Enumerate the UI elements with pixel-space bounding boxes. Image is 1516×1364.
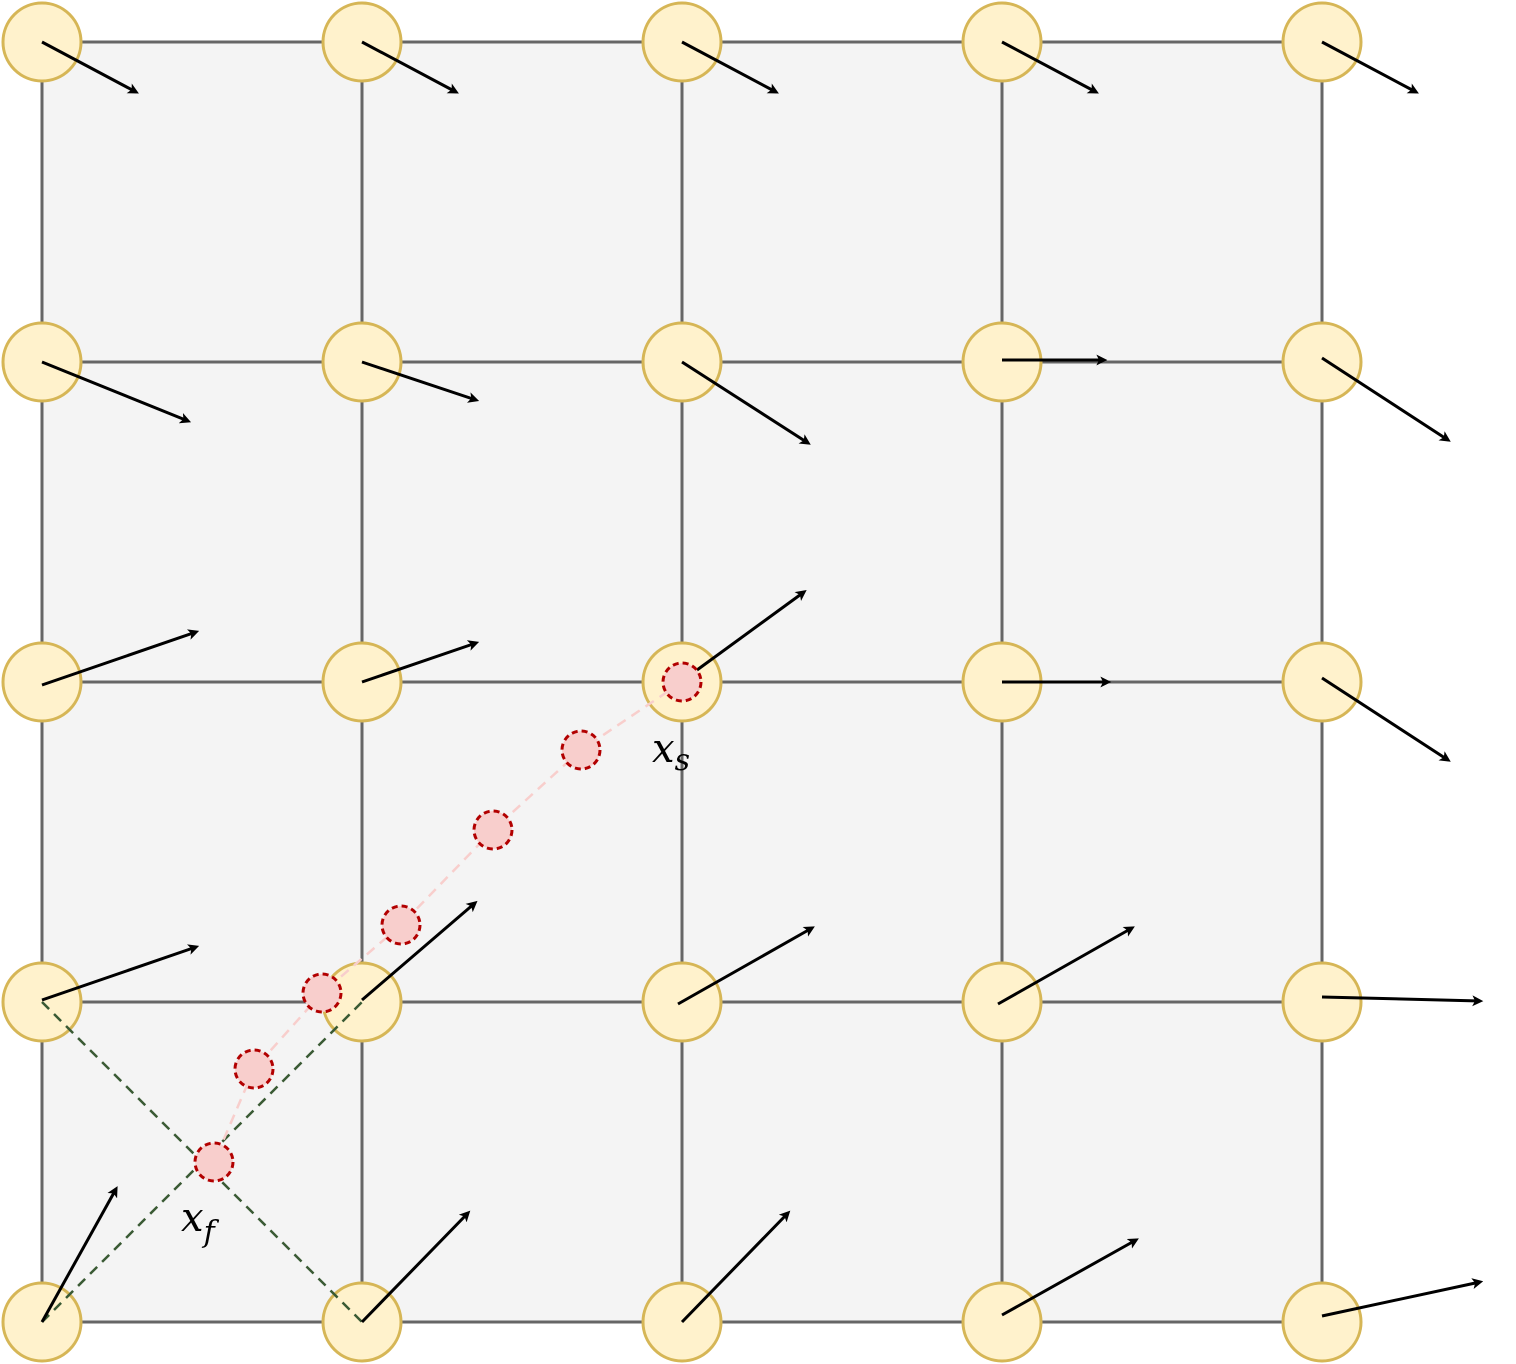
start-label-base: x [652,726,675,772]
start-point-label: xs [652,726,690,778]
grid-cell [360,360,684,684]
vector-arrow [1321,1278,1484,1318]
vector-arrow [997,926,1135,1006]
vector-arrow [360,1210,471,1324]
grid-node [961,321,1043,403]
vector-arrow [1001,40,1099,94]
vector-arrow [361,360,480,403]
grid-cell [360,680,684,1004]
vector-arrow [681,40,779,94]
grid-cell [1000,680,1324,1004]
vector-arrow [361,640,480,684]
vector-arrow [1321,676,1451,762]
grid-cell [40,360,364,684]
grid-node [1281,1281,1363,1363]
trajectory-samples [193,661,703,1183]
sample-point [560,729,602,771]
vector-arrow [361,900,478,1002]
vector-arrow [361,40,459,94]
vector-arrow [677,926,815,1006]
vector-arrow [1321,356,1451,442]
start-label-subscript: s [675,743,690,778]
vector-arrow [681,360,811,445]
vector-arrow [41,629,200,687]
grid-node [1281,641,1363,723]
final-sample-point [193,1141,235,1183]
sample-point [380,904,422,946]
grid-cell [40,40,364,364]
grid-cell [1000,40,1324,364]
vector-arrow [1001,1238,1139,1317]
vector-arrow [41,944,200,1002]
grid-cells [40,40,1324,1324]
grid-cell [680,680,1004,1004]
vector-arrow [1321,40,1419,94]
vector-arrow [41,40,139,94]
grid-node [961,1281,1043,1363]
grid-node [1281,961,1363,1043]
final-label-base: x [181,1195,204,1241]
vector-arrow [41,360,192,424]
grid-cell [680,40,1004,364]
grid-cell [1000,1000,1324,1324]
grid-cell [1000,360,1324,684]
sample-point [301,972,343,1014]
vector-arrow [680,1210,791,1324]
sample-point [233,1048,275,1090]
vector-arrow [1321,995,1484,1007]
vector-arrows [40,40,1484,1324]
start-sample-point [661,661,703,703]
vector-arrow [40,1186,118,1323]
vector-arrow [696,590,807,672]
grid-cell [680,360,1004,684]
grid-node [1,641,83,723]
sample-point [472,809,514,851]
grid-node [1281,321,1363,403]
grid-cell [40,680,364,1004]
grid-cell [360,40,684,364]
